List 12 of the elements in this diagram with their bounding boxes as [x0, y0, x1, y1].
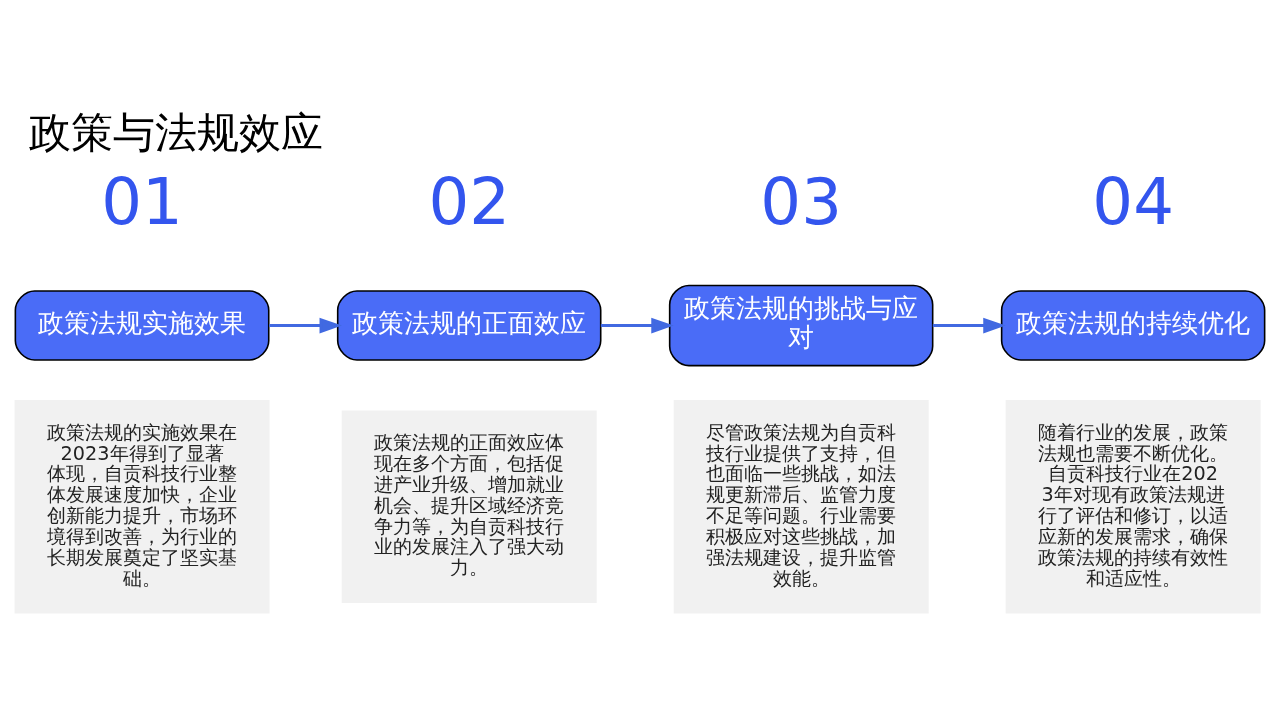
arrow	[600, 317, 674, 334]
diagram-title: 政策与法规效应	[28, 108, 323, 158]
node-label: 04	[1092, 164, 1174, 240]
arrow	[269, 317, 343, 334]
node-box: 政策法规的正面效应	[336, 290, 602, 361]
node-label: 01	[101, 164, 183, 240]
node-box: 政策法规实施效果	[14, 290, 270, 361]
node-box: 政策法规的持续优化	[1000, 290, 1266, 361]
arrow	[932, 317, 1006, 334]
node-box: 政策法规的挑战与应对	[668, 284, 934, 367]
node-label: 02	[428, 164, 511, 240]
node-label: 03	[760, 164, 842, 240]
